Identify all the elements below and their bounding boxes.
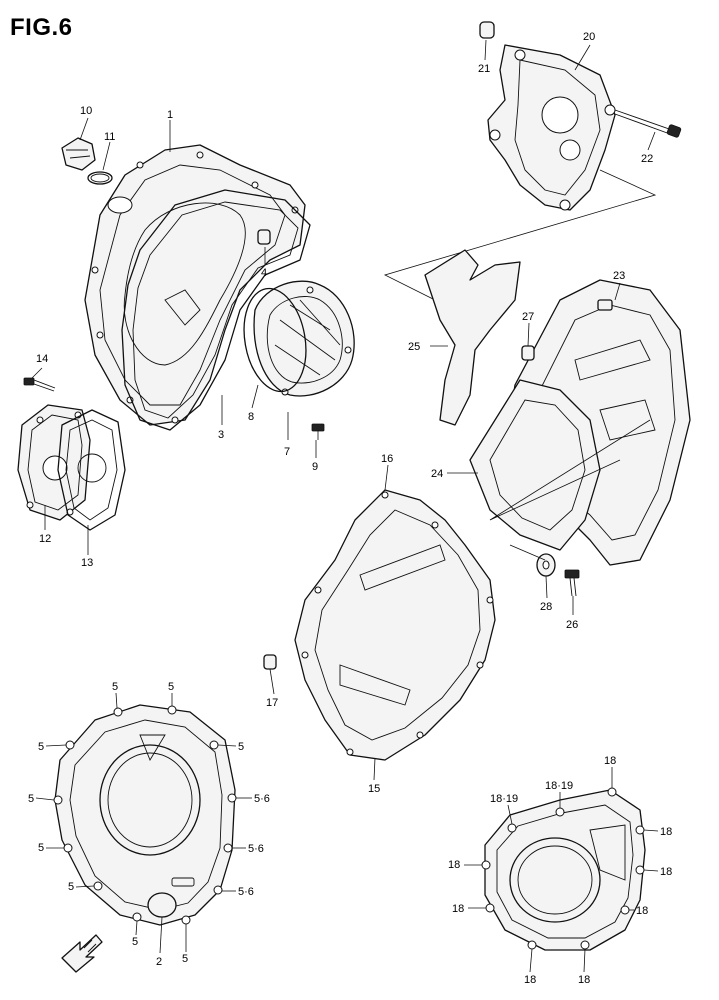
callout-14: 14 xyxy=(36,353,48,365)
callout-18-19: 18·19 xyxy=(545,780,573,792)
callout-18-19: 18·19 xyxy=(490,793,518,805)
callout-5-6: 5·6 xyxy=(238,886,254,898)
o-ring-part xyxy=(87,171,113,185)
callout-18: 18 xyxy=(604,755,616,767)
callout-18: 18 xyxy=(452,903,464,915)
pump-cover-part xyxy=(253,280,355,397)
callout-5: 5 xyxy=(182,953,188,965)
callout-15: 15 xyxy=(368,783,380,795)
callout-23: 23 xyxy=(613,270,625,282)
callout-5-6: 5·6 xyxy=(248,843,264,855)
figure-title: FIG.6 xyxy=(10,14,73,41)
callout-3: 3 xyxy=(218,429,224,441)
callout-9: 9 xyxy=(312,461,318,473)
callout-10: 10 xyxy=(80,105,92,117)
callout-7: 7 xyxy=(284,446,290,458)
callout-18: 18 xyxy=(660,866,672,878)
callout-5: 5 xyxy=(38,842,44,854)
front-arrow-icon xyxy=(61,934,103,973)
starter-clutch-cover-part xyxy=(481,787,646,951)
oil-filler-plug-part xyxy=(61,137,96,171)
callout-18: 18 xyxy=(660,826,672,838)
callout-20: 20 xyxy=(583,31,595,43)
long-bolt-part xyxy=(614,109,682,138)
dowel-pin-part xyxy=(257,229,271,245)
callout-12: 12 xyxy=(39,533,51,545)
callout-25: 25 xyxy=(408,341,420,353)
grommet-part xyxy=(521,345,535,361)
callout-5: 5 xyxy=(28,793,34,805)
bolt-part xyxy=(564,569,580,597)
callout-18: 18 xyxy=(524,974,536,986)
callout-5: 5 xyxy=(112,681,118,693)
callout-21: 21 xyxy=(478,63,490,75)
callout-13: 13 xyxy=(81,557,93,569)
pump-gasket-part xyxy=(243,287,307,393)
callout-5: 5 xyxy=(238,741,244,753)
callout-18: 18 xyxy=(448,859,460,871)
callout-labels: 1 10 11 4 3 8 7 9 14 12 13 21 20 22 23 2… xyxy=(28,31,672,986)
callout-18: 18 xyxy=(636,905,648,917)
callout-8: 8 xyxy=(248,411,254,423)
callout-5: 5 xyxy=(38,741,44,753)
callout-2: 2 xyxy=(156,956,162,968)
mount-bracket-part xyxy=(424,249,521,426)
callout-4: 4 xyxy=(261,267,267,279)
callout-5: 5 xyxy=(68,881,74,893)
bolt-part xyxy=(311,423,325,440)
callout-22: 22 xyxy=(641,153,653,165)
callout-18: 18 xyxy=(578,974,590,986)
callout-1: 1 xyxy=(167,109,173,121)
clutch-cover-gasket-part xyxy=(121,189,311,431)
leader-lines xyxy=(31,39,656,954)
callout-5: 5 xyxy=(168,681,174,693)
clutch-cover-part xyxy=(84,144,306,426)
spacer-part xyxy=(479,21,495,39)
signal-generator-gasket-part xyxy=(57,409,126,531)
signal-generator-cover-part xyxy=(17,404,91,521)
bracket-part xyxy=(487,44,616,211)
callout-24: 24 xyxy=(431,468,443,480)
callout-5: 5 xyxy=(132,936,138,948)
callout-28: 28 xyxy=(540,601,552,613)
dowel-pin-part xyxy=(263,654,277,670)
callout-11: 11 xyxy=(104,131,115,143)
lower-clutch-cover-part xyxy=(53,704,237,926)
callout-5-6: 5·6 xyxy=(254,793,270,805)
callout-17: 17 xyxy=(266,697,278,709)
bolt-part xyxy=(23,377,56,392)
callout-26: 26 xyxy=(566,619,578,631)
callout-16: 16 xyxy=(381,453,393,465)
callout-27: 27 xyxy=(522,311,534,323)
generator-cover-part xyxy=(294,489,496,761)
